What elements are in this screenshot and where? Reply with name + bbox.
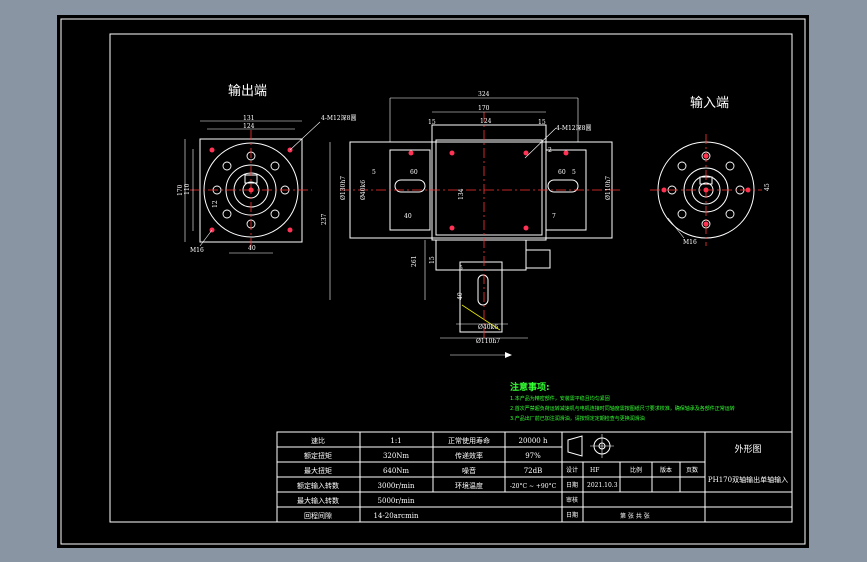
- dimension-label: 传递效率: [455, 451, 483, 460]
- dimension-label: 审核: [566, 496, 578, 504]
- dimension-label: 12: [212, 200, 219, 208]
- dimension-label: 比例: [630, 466, 642, 474]
- dimension-label: 72dB: [524, 467, 543, 475]
- dimension-label: 5: [459, 265, 463, 272]
- notes-title: 注意事项:: [510, 381, 550, 393]
- dimension-label: 60: [558, 169, 566, 176]
- dimension-label: PH170双轴输出单轴输入: [708, 475, 788, 484]
- dimension-label: 640Nm: [383, 467, 409, 475]
- dimension-label: 版本: [660, 466, 672, 474]
- dimension-label: 第 张 共 张: [620, 512, 650, 520]
- output-end-view: 输出端 131 124 170 110 12 40 4-M12深: [177, 83, 356, 254]
- dimension-label: 正常使用寿命: [448, 436, 490, 445]
- dimension-label: 60: [410, 169, 418, 176]
- dimension-label: 2: [548, 147, 552, 154]
- dimension-label: -20°C ~ +90°C: [510, 483, 557, 490]
- projection-symbol-icon: [567, 434, 614, 458]
- dimension-label: 97%: [525, 452, 541, 460]
- note-line: 1.本产品为精密部件，安装需平稳且均匀紧固: [510, 395, 610, 402]
- inner-border: [60, 18, 806, 545]
- dimension-label: 1:1: [390, 437, 401, 445]
- dimension-label: 最大扭矩: [304, 466, 332, 475]
- dimension-label: 3000r/min: [378, 482, 415, 490]
- dimension-label: M16: [190, 247, 204, 254]
- dimension-label: 40: [404, 213, 412, 220]
- dimension-label: 页数: [686, 466, 698, 474]
- dimension-label: 速比: [311, 436, 325, 445]
- dimension-label: 5: [572, 169, 576, 176]
- dimension-label: 日期: [566, 481, 578, 489]
- dimension-label: 15: [428, 119, 436, 126]
- dimension-label: 环境温度: [455, 481, 483, 490]
- input-end-title: 输入端: [690, 95, 729, 111]
- dimension-label: 170: [177, 184, 184, 196]
- dimension-label: 15: [538, 119, 546, 126]
- dimension-label: 5: [372, 169, 376, 176]
- dimension-label: 45: [764, 183, 771, 191]
- dimension-label: Ø40k6: [478, 324, 498, 331]
- dimension-label: 20000 h: [518, 437, 547, 445]
- dimension-label: 额定输入转数: [297, 481, 339, 490]
- note-line: 2.首次严禁超负荷运转减速机与电机连接时同轴度需按图纸尺寸要求校准，确保轴承及各…: [510, 405, 735, 412]
- dimension-label: 124: [243, 123, 255, 130]
- dimension-label: 外形图: [734, 443, 761, 455]
- note-line: 3.产品出厂前已加注润滑油，请按规定定期检查与更换润滑油: [510, 415, 645, 422]
- spec-table: 速比 1:1 正常使用寿命 20000 h 额定扭矩 320Nm 传递效率 97…: [276, 431, 793, 523]
- dimension-label: 4-M12深8圆: [556, 124, 591, 132]
- dimension-label: 131: [243, 115, 254, 122]
- dimension-label: 110: [184, 183, 191, 195]
- dimension-label: M16: [683, 239, 697, 246]
- dimension-label: 134: [458, 188, 465, 200]
- dimension-label: 324: [478, 91, 490, 98]
- dimension-label: 回程间隙: [304, 511, 332, 520]
- dimension-label: 最大输入转数: [297, 496, 339, 505]
- dimension-label: Ø40k6: [360, 180, 367, 200]
- dimension-label: 4-M12深8圆: [321, 114, 356, 122]
- dimension-label: 124: [480, 118, 492, 125]
- dimension-label: 40: [457, 292, 464, 300]
- dimension-label: 15: [429, 256, 436, 264]
- output-end-title: 输出端: [228, 83, 267, 99]
- dimension-label: 额定扭矩: [304, 451, 332, 460]
- dimension-label: 40: [248, 245, 256, 252]
- dimension-label: HF: [590, 467, 599, 474]
- input-end-view: 输入端 45 M16: [650, 95, 771, 246]
- title-block: 外形图 PH170双轴输出单轴输入 设计 HF 比例 版本 页数 日期 2021…: [562, 432, 792, 522]
- dimension-label: 噪音: [462, 466, 476, 475]
- dimension-label: 7: [552, 213, 556, 220]
- dimension-label: Ø130h7: [340, 176, 347, 200]
- dimension-label: 设计: [566, 466, 578, 474]
- notes-section: 注意事项: 1.本产品为精密部件，安装需平稳且均匀紧固 2.首次严禁超负荷运转减…: [510, 381, 735, 422]
- dimension-label: 5000r/min: [378, 497, 415, 505]
- dimension-label: 261: [411, 256, 418, 267]
- dimension-label: Ø110h7: [476, 338, 500, 345]
- dimension-label: 2021.10.3: [587, 482, 618, 489]
- front-view: 324 170 124 15 15 4-M12深8圆 2 60 60 5 5 4…: [321, 91, 620, 358]
- dimension-label: 14-20arcmin: [373, 512, 418, 520]
- dimension-label: 日期: [566, 511, 578, 519]
- dimension-label: 320Nm: [383, 452, 409, 460]
- dimension-label: 170: [478, 105, 490, 112]
- dimension-label: Ø110h7: [605, 176, 612, 200]
- dimension-label: 237: [321, 213, 328, 225]
